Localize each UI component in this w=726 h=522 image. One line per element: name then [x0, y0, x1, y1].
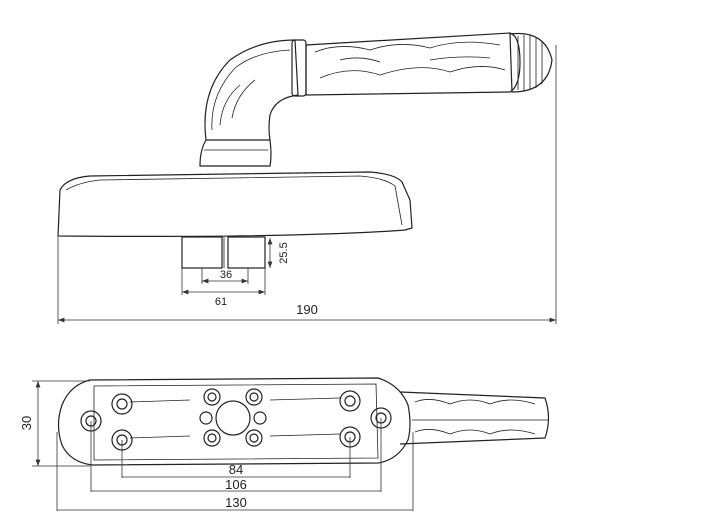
lever-collar: [291, 39, 307, 97]
cylinder-right: [227, 236, 266, 269]
dim-30: 30: [19, 416, 34, 430]
bottom-view-dimensions: 30 84 106 130: [19, 380, 414, 511]
dim-36: 36: [220, 269, 232, 281]
dim-61: 61: [215, 296, 227, 308]
base-rose: [57, 171, 413, 237]
cylinder-left: [181, 236, 223, 269]
top-view-handle: [57, 32, 553, 269]
backplate: [57, 377, 411, 466]
dim-25-5: 25.5: [278, 242, 290, 263]
dim-106: 106: [225, 477, 247, 492]
dim-84: 84: [229, 462, 243, 477]
lever-grip: [305, 32, 521, 96]
bottom-view-plate: [57, 377, 550, 466]
top-view-dimensions: 25.5 36 61 190: [57, 45, 557, 324]
dim-130: 130: [225, 495, 247, 510]
lever-side: [399, 391, 550, 445]
mounting-holes: [80, 388, 392, 451]
lever-neck: [199, 139, 272, 167]
lever-arm: [204, 39, 299, 141]
dim-190: 190: [296, 302, 318, 317]
